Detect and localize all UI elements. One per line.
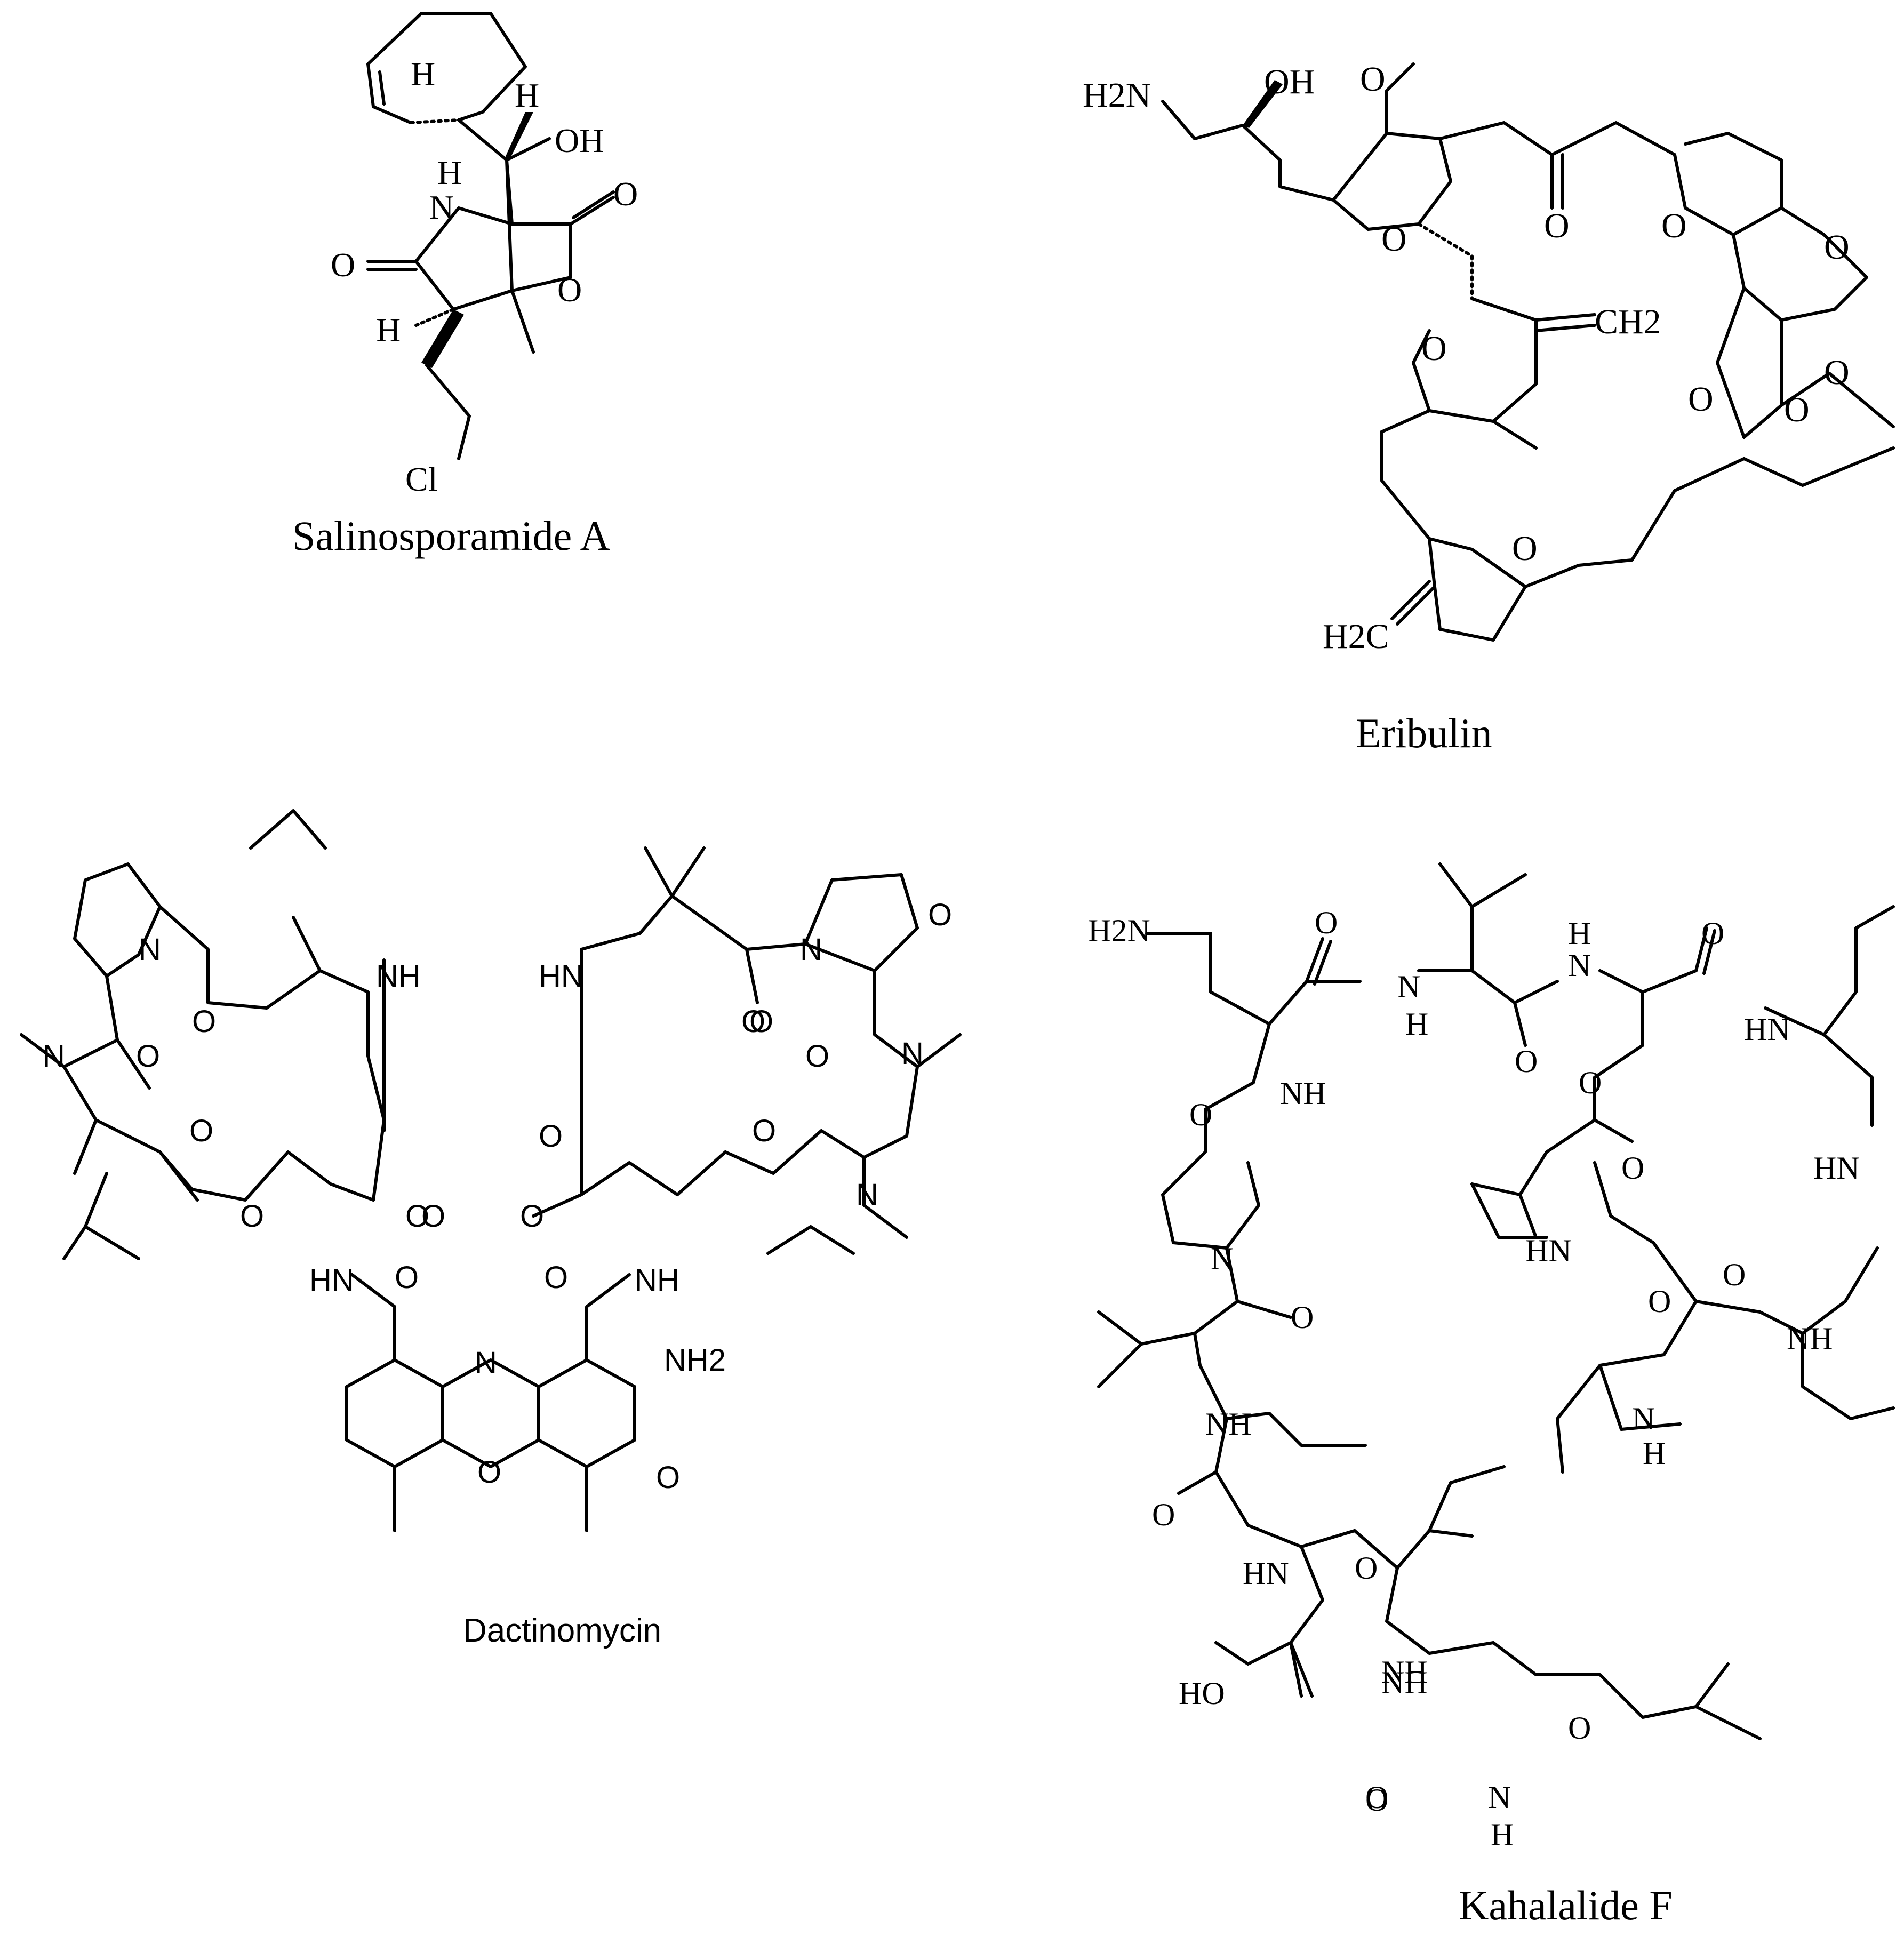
atom-label: HO xyxy=(1179,1676,1225,1711)
atom-label: O xyxy=(1512,529,1538,568)
structure-salinosporamide: H H OH H N O O O H Cl xyxy=(331,12,638,498)
atom-label: HN xyxy=(1243,1556,1289,1591)
atom-label: N xyxy=(43,1039,65,1074)
atom-label: O xyxy=(192,1004,216,1039)
structure-eribulin: H2N OH O O O O CH2 O O O O O O H2C xyxy=(1083,60,1895,656)
caption-eribulin: Eribulin xyxy=(1356,710,1492,756)
atom-label: O xyxy=(1360,60,1386,99)
atom-label: O xyxy=(331,246,355,284)
atom-label: N xyxy=(1568,948,1591,983)
atom-label: N xyxy=(1488,1780,1511,1815)
atom-label: O xyxy=(741,1004,765,1039)
atom-label: H2C xyxy=(1323,617,1389,656)
atom-label: O xyxy=(805,1039,829,1074)
atom-label: O xyxy=(1824,228,1850,267)
atom-label: O xyxy=(1648,1284,1671,1319)
atom-label: O xyxy=(1661,206,1687,245)
atom-label: O xyxy=(1355,1550,1378,1586)
atom-label: H xyxy=(1568,916,1591,951)
atom-label: N xyxy=(856,1178,878,1212)
atom-label: OH xyxy=(555,122,604,159)
atom-label: OH xyxy=(1264,62,1315,101)
atom-label: O xyxy=(1544,206,1570,245)
atom-label: NH xyxy=(376,959,421,994)
atom-label: O xyxy=(1365,1782,1388,1818)
atom-label: O xyxy=(1723,1257,1746,1292)
atom-label: O xyxy=(1152,1497,1175,1532)
atom-label: N xyxy=(1632,1401,1655,1436)
atom-label: O xyxy=(1568,1710,1591,1746)
atom-label: HN xyxy=(1744,1012,1790,1047)
caption-salinosporamide: Salinosporamide A xyxy=(292,513,610,559)
atom-label: H2N xyxy=(1083,76,1151,115)
atom-label: NH xyxy=(635,1263,679,1298)
atom-label: O xyxy=(1784,390,1810,429)
atom-label: HN xyxy=(1525,1233,1572,1268)
atom-label: HN xyxy=(539,959,583,994)
atom-label: O xyxy=(1701,916,1724,951)
structure-dactinomycin: N NH HN N N O O O O N O O O O O N HN O O… xyxy=(20,809,962,1532)
atom-label: N xyxy=(139,932,161,967)
atom-label: O xyxy=(189,1114,213,1148)
atom-label: NH xyxy=(1381,1654,1428,1690)
atom-label: O xyxy=(544,1260,568,1295)
atom-label: H xyxy=(376,311,401,349)
atom-label: N xyxy=(429,188,454,226)
atom-label: O xyxy=(656,1460,680,1495)
atom-label: O xyxy=(1381,220,1407,259)
atom-label: H2N xyxy=(1088,913,1150,948)
atom-label: O xyxy=(1189,1097,1212,1132)
atom-label: O xyxy=(395,1260,419,1295)
atom-label: H xyxy=(1405,1006,1428,1042)
caption-kahalalide: Kahalalide F xyxy=(1459,1882,1673,1929)
atom-label: O xyxy=(421,1199,445,1234)
atom-label: O xyxy=(1315,905,1338,940)
atom-label: H xyxy=(437,154,462,191)
atom-label: NH xyxy=(1280,1076,1326,1111)
atom-label: NH xyxy=(1205,1406,1252,1442)
atom-label: O xyxy=(405,1199,429,1234)
atom-label: O xyxy=(1824,353,1850,392)
atom-label: N xyxy=(1397,969,1420,1004)
atom-label: O xyxy=(1291,1300,1314,1335)
atom-label: O xyxy=(928,898,952,932)
atom-label: N xyxy=(475,1346,497,1380)
atom-label: O xyxy=(1365,1780,1388,1815)
atom-label: O xyxy=(539,1119,563,1154)
atom-label: Cl xyxy=(405,460,437,498)
atom-label: H xyxy=(411,55,435,93)
atom-label: H xyxy=(1643,1436,1666,1471)
structure-kahalalide: H2N O N H O H N O HN NH O O O HN N O HN … xyxy=(1088,862,1895,1852)
atom-label: NH2 xyxy=(664,1343,726,1378)
atom-label: O xyxy=(613,175,638,213)
atom-label: O xyxy=(1515,1044,1538,1079)
atom-label: O xyxy=(1421,329,1447,368)
caption-dactinomycin: Dactinomycin xyxy=(463,1612,662,1649)
atom-label: O xyxy=(240,1199,264,1234)
atom-label: O xyxy=(752,1114,776,1148)
atom-label: N xyxy=(1211,1241,1234,1276)
atom-label: O xyxy=(520,1199,544,1234)
atom-label: N xyxy=(800,932,822,967)
atom-label: O xyxy=(1688,380,1714,419)
atom-label: O xyxy=(477,1455,501,1490)
atom-label: H xyxy=(515,76,539,114)
atom-label: O xyxy=(136,1039,160,1074)
atom-label: N xyxy=(901,1036,924,1071)
atom-label: HN xyxy=(309,1263,354,1298)
atom-label: NH xyxy=(1381,1665,1428,1700)
atom-label: HN xyxy=(1813,1150,1860,1186)
atom-label: O xyxy=(749,1004,773,1039)
atom-label: O xyxy=(1621,1150,1644,1186)
atom-label: O xyxy=(1579,1065,1602,1100)
atom-label: O xyxy=(557,271,582,309)
atom-label: CH2 xyxy=(1595,302,1661,341)
atom-label: H xyxy=(1491,1817,1514,1852)
atom-label: NH xyxy=(1787,1321,1833,1356)
